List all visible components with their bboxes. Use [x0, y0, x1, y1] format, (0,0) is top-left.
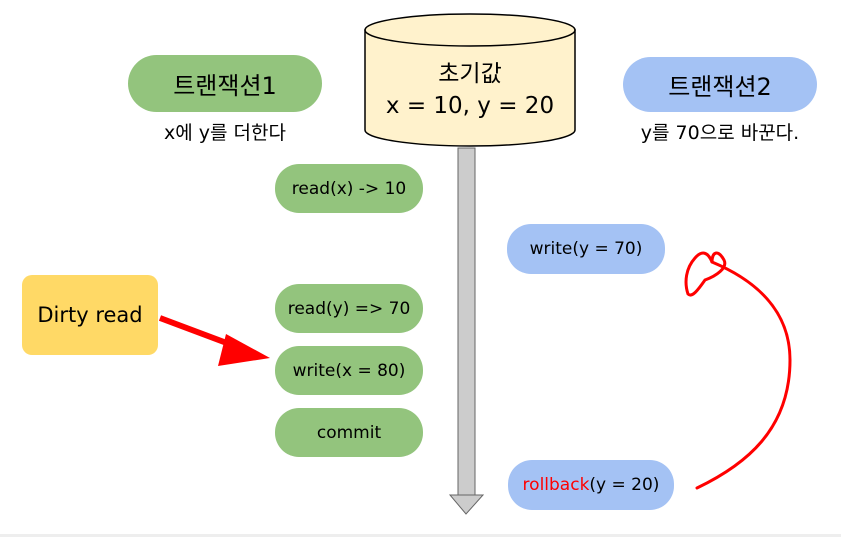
tx2-op-rollback: rollback(y = 20) [508, 460, 674, 510]
bottom-divider [0, 534, 841, 537]
initial-title: 초기값 [438, 61, 502, 87]
tx1-op-read-y-label: read(y) => 70 [287, 298, 411, 319]
tx2-op-write-y: write(y = 70) [507, 224, 665, 274]
tx1-op-read-y: read(y) => 70 [275, 284, 423, 333]
rollback-value: (y = 20) [589, 475, 660, 495]
tx2-op-write-y-label: write(y = 70) [529, 239, 643, 259]
initial-xy: x = 10, y = 20 [385, 93, 555, 119]
initial-values: 초기값 x = 10, y = 20 [362, 58, 578, 122]
tx1-op-write-x-label: write(x = 80) [292, 360, 406, 381]
dirty-read-label: Dirty read [37, 303, 143, 327]
dirty-read-arrow [158, 315, 270, 366]
transaction2-header: 트랜잭션2 [623, 57, 817, 112]
dirty-read-box: Dirty read [22, 275, 158, 355]
tx1-op-commit-label: commit [316, 422, 382, 443]
tx1-op-write-x: write(x = 80) [275, 346, 423, 395]
timeline-arrow [448, 147, 485, 515]
database-cylinder [364, 13, 576, 147]
transaction2-description: y를 70으로 바꾼다. [640, 122, 800, 144]
transaction1-header: 트랜잭션1 [128, 55, 322, 112]
transaction2-label: 트랜잭션2 [668, 73, 772, 101]
tx1-op-read-x: read(x) -> 10 [275, 164, 423, 213]
tx1-op-commit: commit [275, 408, 423, 457]
tx1-op-read-x-label: read(x) -> 10 [291, 178, 407, 199]
rollback-arrow [684, 251, 792, 490]
transaction1-label: 트랜잭션1 [173, 72, 277, 100]
rollback-keyword: rollback [522, 475, 590, 495]
transaction1-description: x에 y를 더한다 [164, 122, 286, 144]
